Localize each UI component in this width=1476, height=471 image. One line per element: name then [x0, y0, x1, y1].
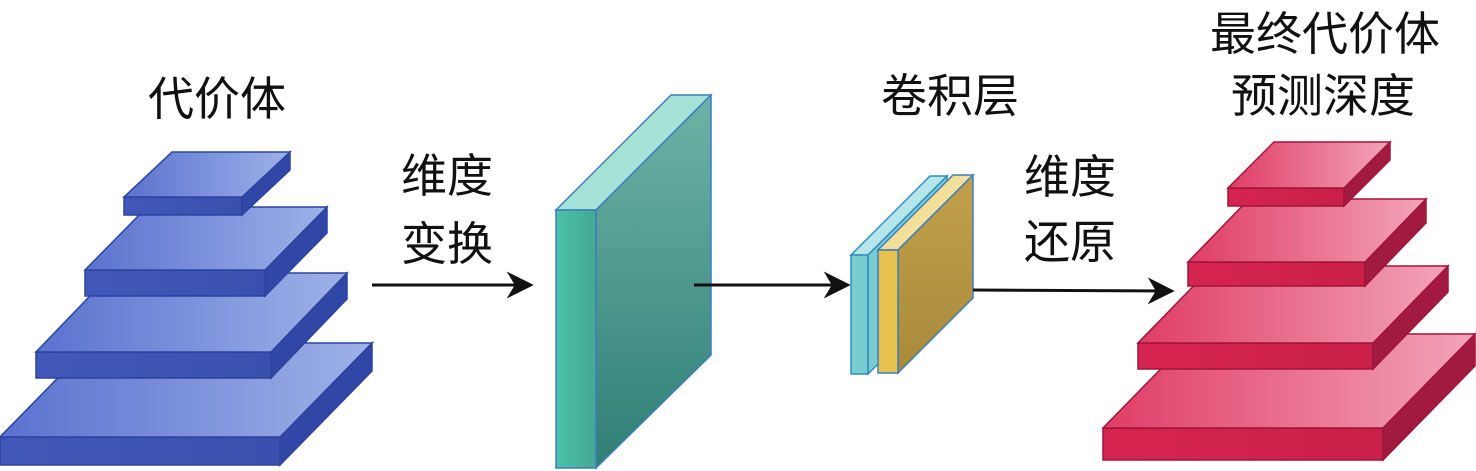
cost-volume-label: 代价体	[148, 72, 286, 126]
final-volume-layer-1	[1226, 140, 1392, 208]
cost-volume-layer-2	[83, 205, 329, 298]
cost-volume-stack	[0, 150, 375, 467]
conv-layer-label: 卷积层	[881, 69, 1019, 123]
feature-map-slab	[554, 93, 713, 470]
final-volume-stack	[1101, 140, 1476, 462]
restore-label-line2: 还原	[1024, 215, 1116, 269]
restore-label-line1: 维度	[1024, 150, 1116, 204]
conv-layer	[849, 173, 975, 376]
final-volume-label-line1: 最终代价体	[1210, 7, 1440, 61]
transform-label-line2: 变换	[401, 217, 493, 271]
arrow-restore	[972, 277, 1175, 305]
transform-label-line1: 维度	[401, 149, 493, 203]
cost-volume-layer-1	[122, 150, 292, 217]
conv-layer-front-slab	[876, 173, 975, 375]
final-volume-label-line2: 预测深度	[1231, 69, 1415, 123]
final-volume-layer-2	[1186, 197, 1428, 288]
